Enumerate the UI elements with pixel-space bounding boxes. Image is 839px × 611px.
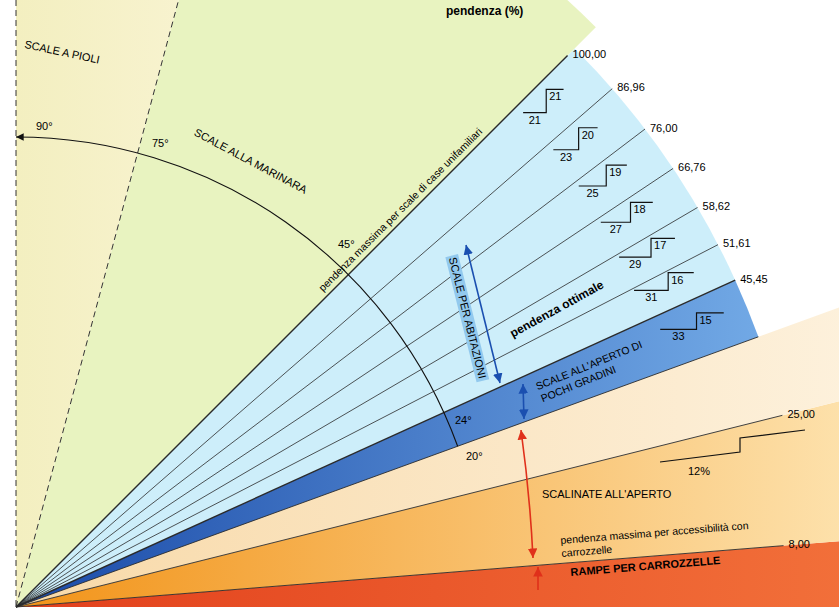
step-dimension: 12% bbox=[688, 465, 710, 478]
percent-value: 58,62 bbox=[703, 200, 731, 213]
step-profile bbox=[523, 89, 563, 112]
step-dimension: 16 bbox=[671, 274, 683, 287]
slope-ray bbox=[16, 415, 782, 607]
step-dimension: 18 bbox=[633, 203, 645, 216]
range-label: SCALE ALL'APERTO DI POCHI GRADINI bbox=[534, 337, 653, 406]
range-label: SCALE PER ABITAZIONI bbox=[445, 254, 489, 382]
range-arrow bbox=[521, 430, 533, 558]
percent-value: 66,76 bbox=[678, 161, 706, 174]
slope-ray bbox=[16, 245, 718, 607]
optimum-note: pendenza ottimale bbox=[508, 278, 606, 340]
step-dimension: 27 bbox=[610, 223, 622, 236]
step-profile bbox=[660, 313, 724, 330]
ladder-limit-line bbox=[16, 0, 179, 607]
angle-label: 24° bbox=[455, 414, 472, 427]
step-dimension: 21 bbox=[549, 90, 561, 103]
percent-value: 51,61 bbox=[723, 237, 751, 250]
angle-label: 90° bbox=[36, 120, 53, 133]
slope-ray bbox=[16, 129, 645, 607]
angle-label: 20° bbox=[466, 450, 483, 463]
slope-ray bbox=[16, 89, 612, 607]
step-profiles bbox=[523, 89, 724, 329]
step-dimension: 20 bbox=[582, 129, 594, 142]
step-dimension: 19 bbox=[609, 166, 621, 179]
range-label: SCALE A PIOLI bbox=[23, 38, 100, 67]
angle-arc bbox=[16, 137, 458, 446]
slope-ray bbox=[16, 55, 568, 607]
angle-label: 45° bbox=[338, 238, 355, 251]
step-dimension: 17 bbox=[654, 239, 666, 252]
angle-arc bbox=[16, 137, 458, 446]
slope-ray bbox=[16, 337, 758, 607]
range-label: SCALE ALLA MARINARA bbox=[192, 126, 309, 197]
percent-value: 25,00 bbox=[787, 408, 815, 421]
step-dimension: 29 bbox=[629, 258, 641, 271]
range-arrow bbox=[523, 384, 524, 419]
percent-value: 45,45 bbox=[740, 273, 768, 286]
step-profile bbox=[619, 238, 675, 257]
vertical-line bbox=[16, 0, 17, 607]
percent-value: 76,00 bbox=[650, 122, 678, 135]
step-dimension: 25 bbox=[586, 187, 598, 200]
percent-value: 100,00 bbox=[573, 48, 607, 61]
step-profile bbox=[634, 273, 694, 291]
limit-note: pendenza massima per accessibilità con c… bbox=[560, 519, 753, 560]
step-profile bbox=[601, 202, 653, 222]
scale-title: pendenza (%) bbox=[446, 4, 523, 19]
range-label: SCALINATE ALL'APERTO bbox=[542, 488, 671, 501]
percent-value: 8,00 bbox=[789, 538, 810, 551]
step-dimension: 23 bbox=[560, 151, 572, 164]
outdoor-step-profile bbox=[660, 430, 805, 462]
percent-value: 86,96 bbox=[617, 81, 645, 94]
slope-sector bbox=[16, 0, 228, 607]
step-dimension: 31 bbox=[645, 291, 657, 304]
step-dimension: 21 bbox=[529, 114, 541, 127]
slope-sectors bbox=[16, 0, 839, 607]
step-dimension: 15 bbox=[700, 314, 712, 327]
slope-rays bbox=[16, 55, 784, 607]
range-arrow bbox=[537, 567, 539, 590]
step-profile bbox=[553, 128, 597, 150]
step-dimension: 33 bbox=[672, 330, 684, 343]
angle-label: 75° bbox=[152, 137, 169, 150]
step-profile bbox=[579, 165, 627, 186]
slope-ray bbox=[16, 546, 784, 607]
